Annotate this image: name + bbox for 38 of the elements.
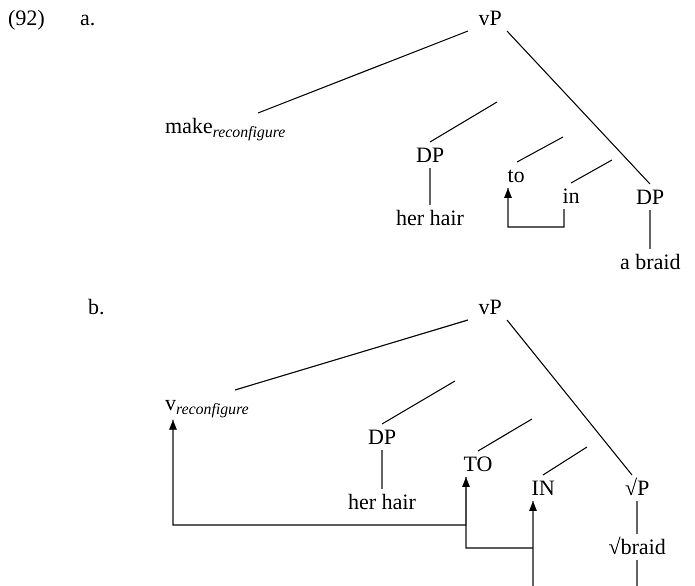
tree-node-label: her hair [396,207,464,229]
tree-node-label: make$_{reconfigure}$ [165,115,286,141]
tree-node-label: DP [368,426,396,448]
tree-node-label: DP [416,144,444,166]
tree-branch [570,159,612,184]
movement-arrow [462,477,533,549]
tree-node-label: vP [478,296,502,318]
tree-branch [430,101,498,143]
tree-node-label: TO [464,453,492,475]
tree-node-label: √P [625,477,650,499]
tree-branch [381,450,383,489]
tree-branch [234,319,468,391]
tree-node-label: v$_{reconfigure}$ [165,392,249,418]
example-letter: b. [88,296,104,318]
example-letter: a. [80,7,96,29]
tree-branch [649,210,651,249]
tree-node-label: to [508,164,525,186]
tree-branch [542,446,588,476]
tree-branch [636,560,638,586]
tree-branch [478,418,532,452]
tree-branch [429,168,431,205]
tree-branch [258,30,468,114]
tree-branch [636,501,638,534]
tree-branch [382,380,456,425]
example-number: (92) [8,7,45,29]
movement-arrow [504,188,565,228]
tree-branch [506,30,650,184]
tree-node-label: a braid [620,251,680,273]
movement-arrow [529,501,537,586]
tree-node-label: DP [636,186,664,208]
tree-branch [516,136,564,163]
tree-node-label: in [562,185,580,207]
tree-node-label: IN [532,477,555,499]
movement-arrow [169,420,467,526]
tree-node-label: vP [478,7,502,29]
tree-node-label: √braid [608,536,666,558]
tree-branch [506,320,632,476]
tree-node-label: her hair [348,491,416,513]
